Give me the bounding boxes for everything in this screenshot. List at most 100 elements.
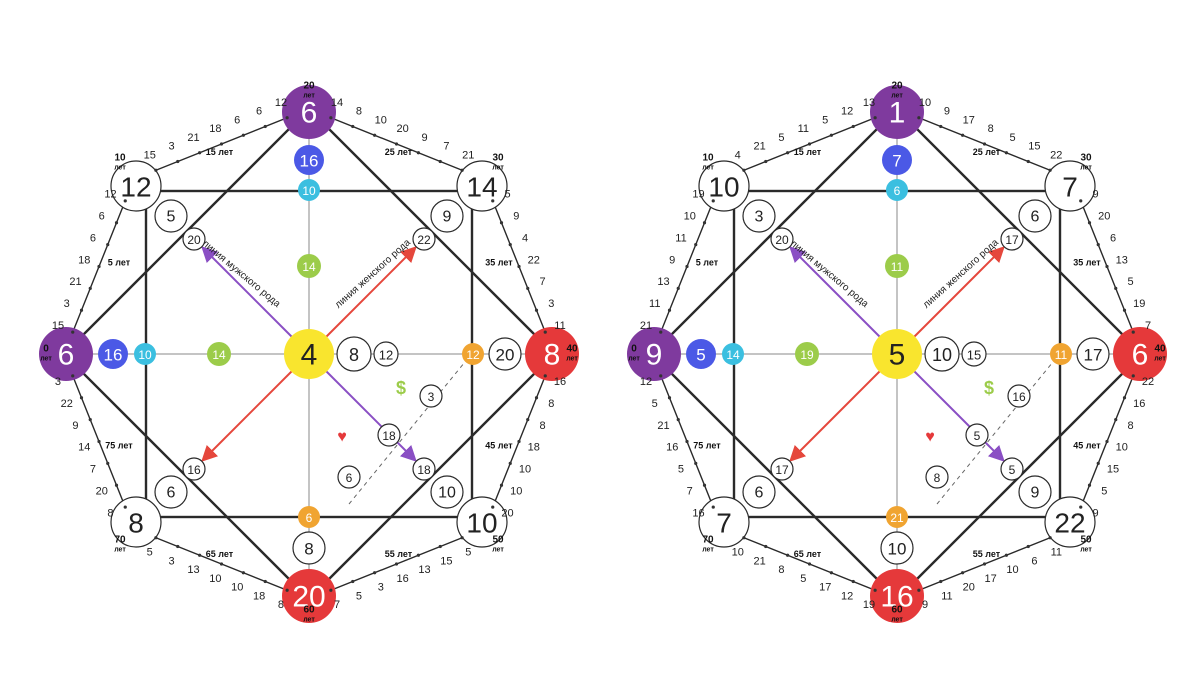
bottom-node-value: 20 xyxy=(292,581,325,614)
ring-dot xyxy=(329,116,333,120)
ring-number: 5 xyxy=(1009,132,1015,144)
top-right-second-value: 6 xyxy=(1031,209,1040,226)
ring-dot xyxy=(526,418,530,422)
ring-number: 5 xyxy=(1127,276,1133,288)
ring-number: 10 xyxy=(209,573,221,585)
ring-number: 12 xyxy=(841,590,853,602)
ring-dot xyxy=(154,168,158,172)
age-unit: лет xyxy=(702,165,714,172)
bottom-right-second-circle xyxy=(1018,475,1052,509)
bottom-right-third-circle xyxy=(412,457,436,481)
ring-number: 6 xyxy=(1110,232,1116,244)
ring-number: 3 xyxy=(169,555,175,567)
ring-dot xyxy=(79,396,84,400)
bottom-node-circle xyxy=(870,569,924,623)
ring-number: 7 xyxy=(334,599,340,611)
ring-number: 12 xyxy=(841,106,853,118)
ring-dot xyxy=(829,133,833,137)
ring-dot xyxy=(416,151,420,155)
ring-dot xyxy=(1131,374,1135,378)
age-left: 0 xyxy=(43,344,49,355)
ring-number: 10 xyxy=(375,114,387,126)
ring-dot xyxy=(88,286,92,290)
age-marker-a35: 35 лет xyxy=(485,258,513,268)
ring-dot xyxy=(939,579,943,584)
ring-dot xyxy=(807,142,812,146)
age-left: 0 xyxy=(631,344,637,355)
center-node-circle xyxy=(284,329,334,379)
ring-number: 13 xyxy=(1116,254,1128,266)
ring-number: 13 xyxy=(187,564,199,576)
age-unit: лет xyxy=(303,617,315,624)
ring-dot xyxy=(71,374,75,378)
top-fourth-node-circle xyxy=(297,254,321,278)
ring-number: 14 xyxy=(78,442,90,454)
left-third-node-circle xyxy=(134,343,156,365)
age-marker-a25: 25 лет xyxy=(385,147,413,157)
ring-dot xyxy=(176,159,180,164)
bottom-left-node-circle xyxy=(110,496,162,548)
ring-number: 19 xyxy=(863,599,875,611)
ring-dot xyxy=(1048,168,1052,172)
female-line-lower xyxy=(789,361,890,462)
bottom-left-node-circle xyxy=(698,496,750,548)
age-unit: лет xyxy=(566,356,578,363)
center-right-second-value: 12 xyxy=(379,348,393,363)
ring-dot xyxy=(1096,243,1100,247)
ring-dot xyxy=(1114,418,1118,422)
left-fourth-node-value: 19 xyxy=(800,348,814,362)
right-second-node-circle xyxy=(1076,337,1110,371)
bottom-right-third-value: 5 xyxy=(1009,463,1016,477)
ring-dot xyxy=(534,396,539,400)
ring-number: 9 xyxy=(669,254,675,266)
ring-dot xyxy=(711,505,715,509)
center-right-first-value: 10 xyxy=(932,345,952,365)
top-left-second-value: 5 xyxy=(167,209,176,226)
age-marker-a5: 5 лет xyxy=(108,258,131,268)
ring-dot xyxy=(1114,286,1118,290)
top-right-second-value: 9 xyxy=(443,209,452,226)
ring-dot xyxy=(1122,396,1127,400)
ring-number: 11 xyxy=(1051,547,1062,559)
ring-number: 17 xyxy=(963,114,975,126)
ring-dot xyxy=(1087,221,1092,225)
center-node-value: 4 xyxy=(301,339,318,372)
top-node-circle xyxy=(282,85,336,139)
ring-dot xyxy=(667,308,672,312)
left-third-node-circle xyxy=(722,343,744,365)
love-node-circle xyxy=(337,465,361,489)
bottom-left-second-value: 6 xyxy=(167,485,176,502)
ring-number: 7 xyxy=(1145,320,1151,332)
ring-dot xyxy=(499,221,504,225)
age-marker-a25: 25 лет xyxy=(973,147,1001,157)
ring-number: 10 xyxy=(732,547,744,559)
ring-number: 13 xyxy=(657,276,669,288)
ring-dot xyxy=(694,461,698,465)
ring-number: 11 xyxy=(798,123,809,135)
bottom-second-node-circle xyxy=(880,531,914,565)
ring-number: 15 xyxy=(52,320,64,332)
ring-dot xyxy=(543,330,547,334)
age-marker-a15: 15 лет xyxy=(206,147,234,157)
right-second-node-value: 17 xyxy=(1084,346,1103,365)
ring-dot xyxy=(416,553,420,557)
ring-number: 15 xyxy=(144,149,156,161)
ring-dot xyxy=(659,330,663,334)
top-right-third-circle xyxy=(1000,227,1024,251)
ring-number: 13 xyxy=(418,564,430,576)
ring-dot xyxy=(438,544,442,549)
ring-number: 21 xyxy=(69,276,81,288)
age-unit: лет xyxy=(891,93,903,100)
ring-number: 20 xyxy=(501,507,513,519)
ring-dot xyxy=(1048,536,1052,540)
ring-dot xyxy=(106,461,110,465)
age-unit: лет xyxy=(1080,547,1092,554)
ring-number: 21 xyxy=(753,555,765,567)
ring-number: 5 xyxy=(652,398,658,410)
ring-dot xyxy=(373,571,377,575)
ring-number: 8 xyxy=(107,507,113,519)
age-unit: лет xyxy=(1080,165,1092,172)
ring-number: 5 xyxy=(678,464,684,476)
top-right-node-value: 7 xyxy=(1062,172,1078,203)
bottom-left-second-circle xyxy=(742,475,776,509)
